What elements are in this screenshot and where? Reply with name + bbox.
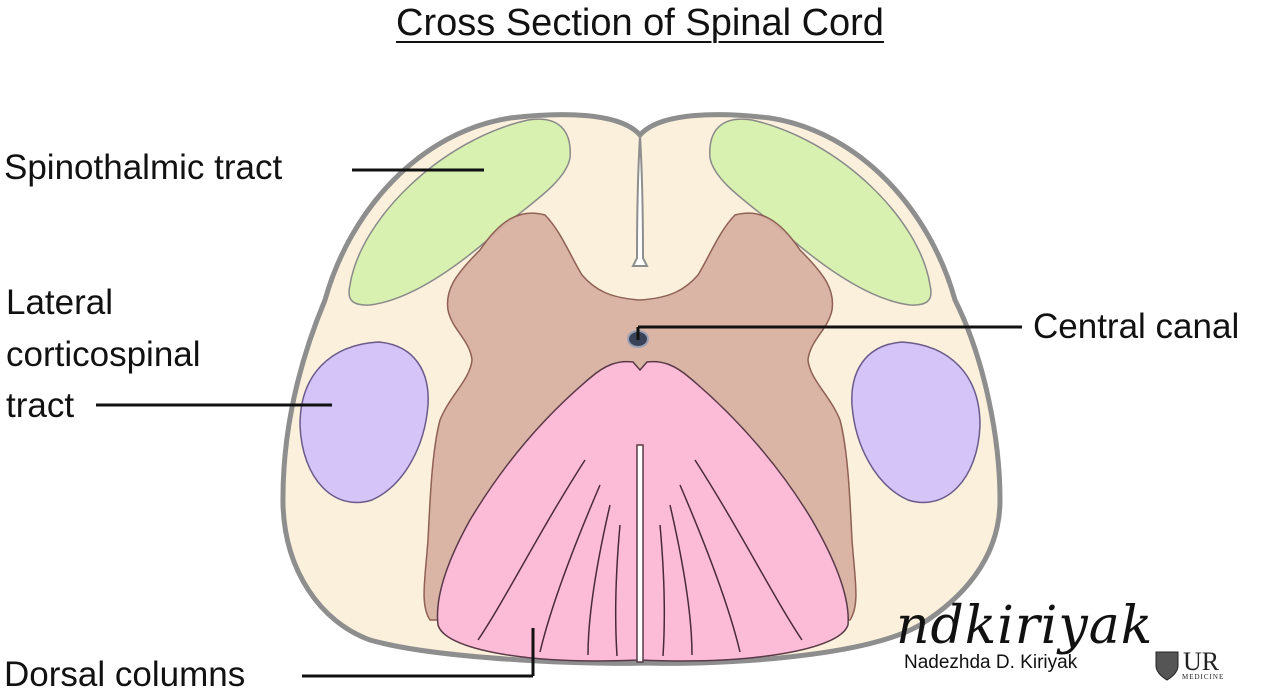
fasciculus-line (477, 459, 586, 641)
spinothalamic-tract-left (348, 118, 571, 306)
spinothalamic-tract-right (709, 118, 932, 306)
lateral-corticospinal-tract-left (299, 341, 429, 504)
diagram-title: Cross Section of Spinal Cord (396, 2, 884, 44)
fasciculus-line (679, 484, 741, 653)
logo-ur: UR (1183, 647, 1220, 676)
fasciculus-line (659, 524, 665, 657)
lateral-corticospinal-tract-right (851, 341, 981, 504)
label-central-canal: Central canal (1033, 307, 1240, 346)
dorsal-column-fasciculi (477, 459, 803, 657)
label-lateral-corticospinal-line2: corticospinal (6, 335, 201, 374)
fasciculus-line (539, 484, 601, 653)
label-lateral-corticospinal-line1: Lateral (6, 283, 114, 322)
fasciculus-line (615, 524, 621, 657)
signature-script: ndkiriyak (896, 596, 1154, 656)
fasciculus-line (587, 504, 611, 656)
label-spinothalmic-tract: Spinothalmic tract (4, 148, 283, 187)
fasciculus-line (694, 459, 803, 641)
ur-medicine-shield-icon (1155, 651, 1179, 681)
dorsal-median-septum (636, 444, 644, 663)
median-fissure (631, 134, 649, 267)
logo-medicine: MEDICINE (1182, 673, 1225, 681)
fasciculus-line (669, 504, 693, 656)
label-lateral-corticospinal-line3: tract (6, 386, 75, 425)
signature-name: Nadezhda D. Kiriyak (904, 652, 1078, 673)
label-dorsal-columns: Dorsal columns (4, 655, 246, 694)
